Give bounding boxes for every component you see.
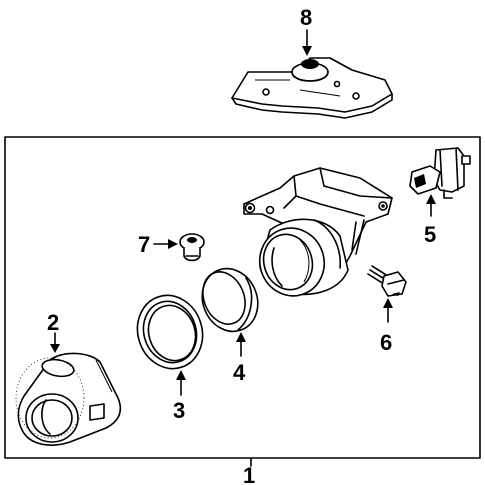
mounting-bolt-6 — [367, 265, 407, 297]
callout-8: 8 — [300, 5, 312, 56]
callout-3: 3 — [173, 370, 186, 423]
callout-5: 5 — [424, 194, 436, 247]
lens-4 — [201, 267, 259, 333]
callout-7: 7 — [138, 232, 178, 257]
callout-label-6: 6 — [380, 330, 392, 355]
lens-gasket-3 — [136, 294, 204, 370]
callout-4: 4 — [233, 332, 246, 385]
mounting-bracket-8 — [231, 57, 393, 119]
callout-6: 6 — [380, 298, 393, 355]
callout-2: 2 — [47, 310, 60, 353]
adjuster-grommet-7 — [179, 233, 205, 262]
bulb-socket-5 — [409, 147, 471, 199]
callout-1: 1 — [243, 457, 255, 485]
lamp-body — [243, 167, 393, 297]
callout-label-5: 5 — [424, 222, 436, 247]
lamp-bezel-2 — [15, 352, 122, 446]
callout-label-8: 8 — [300, 5, 312, 30]
callout-label-7: 7 — [138, 232, 150, 257]
callout-label-3: 3 — [173, 398, 185, 423]
callout-label-1: 1 — [243, 463, 255, 485]
assembly-box-1 — [4, 136, 481, 459]
callout-label-4: 4 — [233, 360, 246, 385]
callout-label-2: 2 — [47, 310, 59, 335]
